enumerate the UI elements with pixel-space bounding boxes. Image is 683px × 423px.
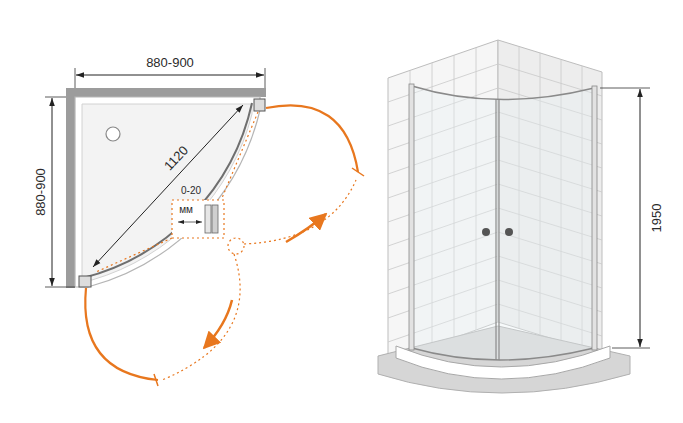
door-handle [482,228,490,236]
profile-detail [205,205,211,233]
dimension-label: 880-900 [146,56,194,69]
wall [66,88,266,97]
profile-detail [212,205,218,233]
dimension-label: 880-900 [34,168,47,216]
door-handle [505,228,513,236]
extension-line [45,97,66,98]
leader-dotted [96,238,172,272]
wall-profile [592,86,597,350]
wall [66,88,75,288]
wall-profile [409,84,414,350]
hinge-profile [254,99,265,111]
extension-line [75,68,76,88]
glass-panel [412,86,594,360]
extension-line [612,348,650,349]
handle-marker [228,238,244,254]
extension-line [600,88,650,89]
shower-tray [75,97,260,287]
dimension-line [52,98,53,286]
dimension-line [93,105,243,267]
dimension-line [76,75,264,76]
door-joint [498,99,499,360]
glass-top-edge [412,86,594,100]
tray-basin [82,104,252,280]
door-swing [266,105,358,172]
glass-bottom-edge [412,348,594,360]
door-path-dotted [244,180,356,244]
unit-label: мм [179,205,193,215]
door-end [352,168,364,176]
dimension-line [640,89,641,347]
swing-arrow [286,214,326,242]
hinge-profile [79,276,91,287]
gap-dimension: 0-20 [181,186,201,196]
tiled-walls [388,40,602,362]
door-path-dotted [162,254,240,380]
drain [106,127,120,141]
leader-dotted [222,112,258,198]
swing-arrow [204,300,232,348]
door-swing [85,288,158,380]
glass-arc [83,103,252,278]
extension-line [265,68,266,88]
callout-box [172,200,224,238]
dimension-label: 1950 [650,204,663,233]
extension-line [45,287,75,288]
door-joint [495,99,496,360]
door-end [154,374,158,386]
dimension-line [178,222,202,223]
